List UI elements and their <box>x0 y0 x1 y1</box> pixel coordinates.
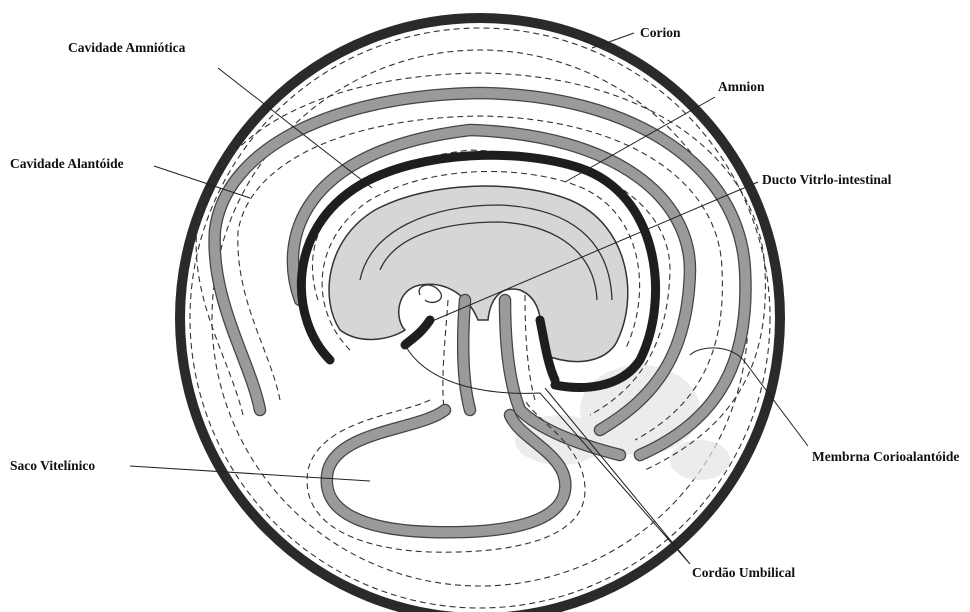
label-saco-vitelinico: Saco Vitelínico <box>10 459 95 473</box>
leader-membrana-corioalantoide <box>690 348 808 446</box>
embryo <box>329 186 628 362</box>
label-cordao-umbilical: Cordão Umbilical <box>692 566 795 580</box>
label-membrana-corioalantoide: Membrna Corioalantóide <box>812 450 959 464</box>
label-corion: Corion <box>640 26 681 40</box>
label-amnion: Amnion <box>718 80 765 94</box>
label-ducto-vitelino-intestinal: Ducto Vitrlo-intestinal <box>762 173 891 187</box>
label-cavidade-amniotica: Cavidade Amniótica <box>68 41 185 55</box>
label-cavidade-alantoide: Cavidade Alantóide <box>10 157 124 171</box>
